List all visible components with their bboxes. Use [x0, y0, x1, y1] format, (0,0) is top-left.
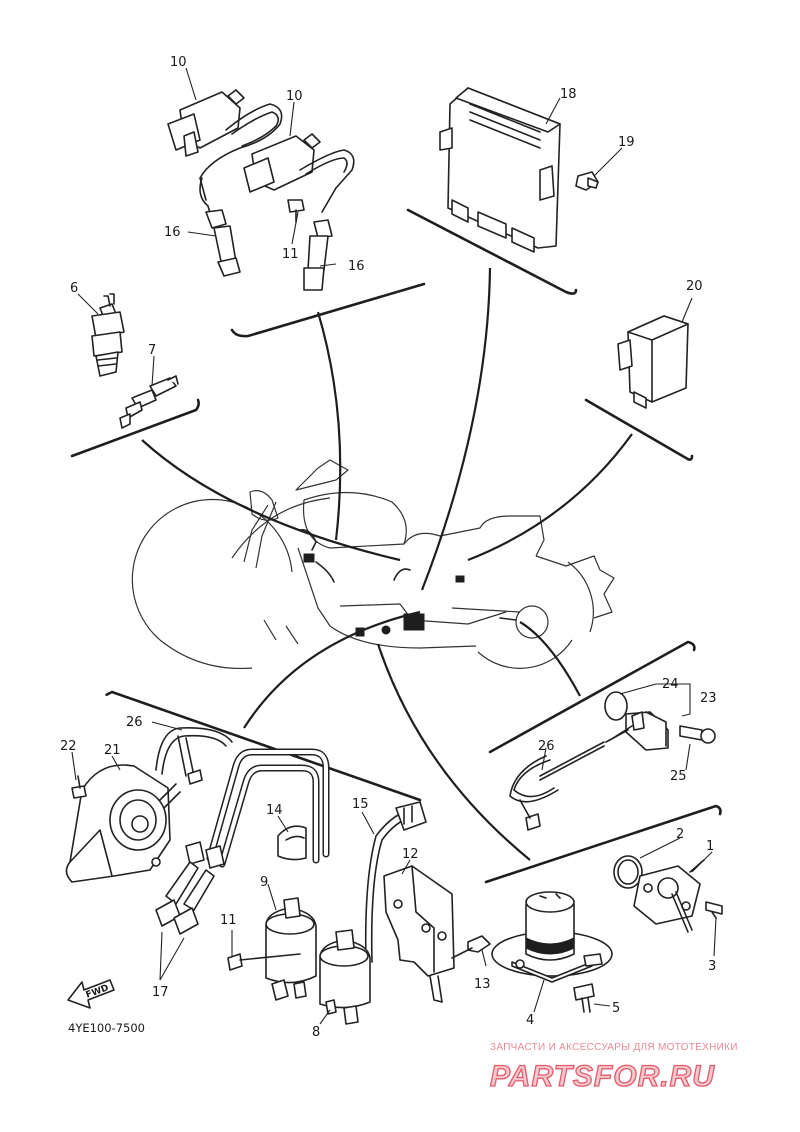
ignition-coil-8[interactable]: [319, 929, 371, 1025]
callout-13: 13: [474, 977, 491, 992]
neutral-switch-screw[interactable]: [705, 901, 723, 919]
watermark-brand: PARTSFOR.RU: [490, 1060, 715, 1093]
coil-bolt-top[interactable]: [287, 199, 305, 223]
speed-sensor-assy[interactable]: [604, 691, 669, 751]
horn[interactable]: [65, 764, 181, 883]
neutral-switch[interactable]: [633, 859, 705, 933]
starter-relay[interactable]: [491, 891, 613, 983]
callout-labels: 10 10 16 11 16 18 19 6 7 20 24 23 25 26 …: [60, 55, 717, 1040]
coil-bracket[interactable]: [383, 865, 455, 1003]
callout-15: 15: [352, 797, 369, 812]
callout-1: 1: [706, 839, 714, 854]
high-tension-cords[interactable]: [206, 748, 330, 868]
o-ring[interactable]: [613, 855, 643, 889]
leader-lines: [71, 67, 717, 1025]
watermark: ЗАПЧАСТИ И АКСЕССУАРЫ ДЛЯ МОТОТЕХНИКИ PA…: [489, 1042, 738, 1094]
callout-11: 11: [220, 913, 237, 928]
callout-10: 10: [170, 55, 187, 70]
callout-20: 20: [686, 279, 703, 294]
diagram-reference-code: 4YE100-7500: [68, 1021, 145, 1035]
callout-8: 8: [312, 1025, 320, 1040]
callout-4: 4: [526, 1013, 534, 1028]
callout-16: 16: [164, 225, 181, 240]
cord-clamp[interactable]: [277, 825, 307, 861]
callout-14: 14: [266, 803, 283, 818]
callout-26: 26: [538, 739, 555, 754]
callout-9: 9: [260, 875, 268, 890]
callout-21: 21: [104, 743, 121, 758]
watermark-subtitle: ЗАПЧАСТИ И АКСЕССУАРЫ ДЛЯ МОТОТЕХНИКИ: [490, 1042, 738, 1053]
callout-17: 17: [152, 985, 169, 1000]
callout-26: 26: [126, 715, 143, 730]
horn-bolt[interactable]: [71, 775, 87, 799]
relay-screw[interactable]: [573, 983, 595, 1013]
motorcycle-silhouette: [131, 459, 615, 670]
leader-arcs: [141, 267, 633, 861]
callout-10: 10: [286, 89, 303, 104]
temperature-switch[interactable]: [91, 293, 125, 377]
group-brackets: [70, 208, 722, 884]
callout-7: 7: [148, 343, 156, 358]
callout-2: 2: [676, 827, 684, 842]
fwd-arrow-icon: FWD: [67, 979, 115, 1009]
coil-bolt-lower[interactable]: [227, 953, 301, 971]
ignition-coil-top-left[interactable]: [167, 89, 283, 201]
speed-sensor-bolt[interactable]: [679, 725, 716, 744]
bracket-bolt[interactable]: [451, 935, 491, 959]
callout-24: 24: [662, 677, 679, 692]
spark-plug-caps-lower[interactable]: [155, 841, 225, 935]
callout-3: 3: [708, 959, 716, 974]
callout-11: 11: [282, 247, 299, 262]
callout-5: 5: [612, 1001, 620, 1016]
spark-plug-cap-left[interactable]: [199, 177, 241, 277]
callout-23: 23: [700, 691, 717, 706]
fwd-label: FWD: [85, 983, 111, 1000]
callout-18: 18: [560, 87, 577, 102]
callout-12: 12: [402, 847, 419, 862]
ignitor-unit[interactable]: [439, 87, 561, 253]
ignition-coil-top-right[interactable]: [243, 133, 355, 213]
thermo-sensor[interactable]: [119, 375, 179, 429]
callout-16: 16: [348, 259, 365, 274]
callout-25: 25: [670, 769, 687, 784]
horn-cord[interactable]: [155, 726, 233, 785]
ecu-mounting-bolt[interactable]: [575, 171, 599, 191]
wire-harness-lead[interactable]: [364, 801, 427, 963]
callout-22: 22: [60, 739, 77, 754]
relay-unit[interactable]: [617, 315, 689, 409]
callout-19: 19: [618, 135, 635, 150]
callout-6: 6: [70, 281, 78, 296]
speed-sensor-cord[interactable]: [509, 741, 605, 831]
spark-plug-cap-right[interactable]: [303, 219, 333, 291]
ignition-coil-9[interactable]: [265, 897, 317, 1001]
